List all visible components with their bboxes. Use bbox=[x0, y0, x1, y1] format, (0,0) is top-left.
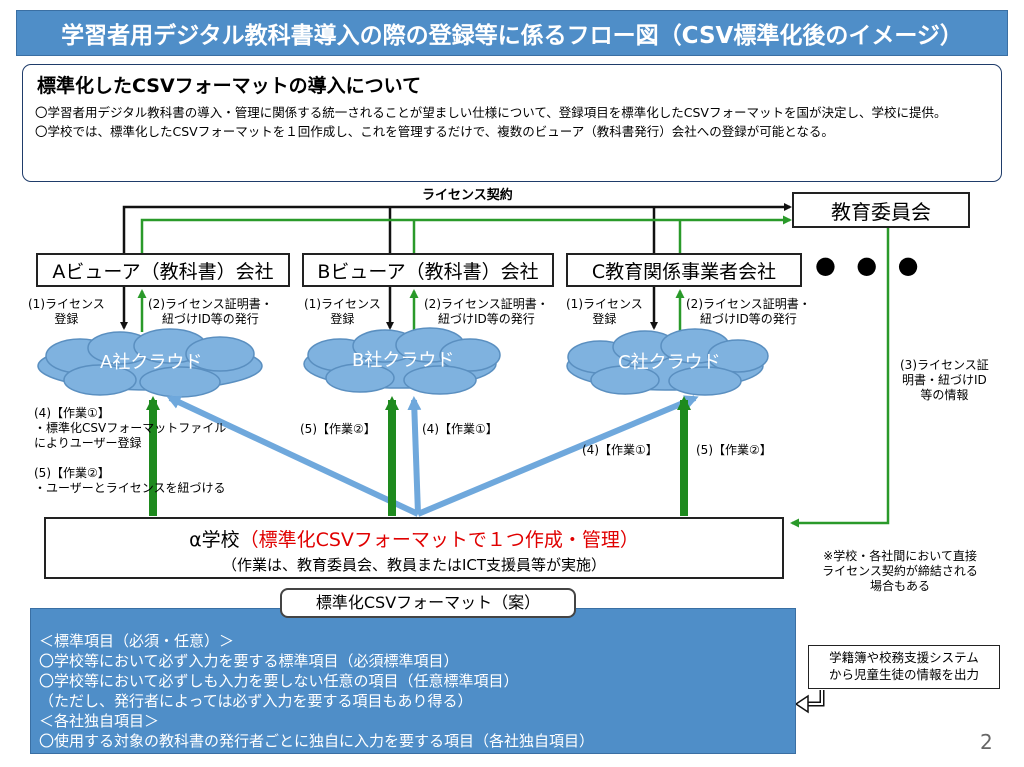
intro-paragraph-2: 〇学校では、標準化したCSVフォーマットを１回作成し、これを管理するだけで、複数… bbox=[35, 124, 834, 139]
license-contract-label: ライセンス契約 bbox=[422, 188, 513, 203]
standard-format-panel: ＜標準項目（必須・任意）＞ 〇学校等において必ず入力を要する標準項目（必須標準項… bbox=[30, 608, 796, 754]
page-title: 学習者用デジタル教科書導入の際の登録等に係るフロー図（CSV標準化後のイメージ） bbox=[16, 10, 1008, 56]
step1-label-b: (1)ライセンス 登録 bbox=[304, 297, 381, 326]
cloud-c bbox=[566, 328, 769, 396]
school-box: α学校（標準化CSVフォーマットで１つ作成・管理） （作業は、教育委員会、教員ま… bbox=[44, 517, 784, 579]
company-c-box: C教育関係事業者会社 bbox=[566, 253, 802, 287]
cloud-a bbox=[37, 328, 263, 398]
return-arrow-icon bbox=[794, 690, 825, 714]
intro-heading: 標準化したCSVフォーマットの導入について bbox=[37, 75, 422, 97]
cloud-b bbox=[303, 327, 501, 395]
school-subtitle: （作業は、教育委員会、教員またはICT支援員等が実施） bbox=[221, 556, 607, 574]
standard-format-tab: 標準化CSVフォーマット（案） bbox=[280, 588, 576, 618]
student-info-source-box: 学籍簿や校務支援システム から児童生徒の情報を出力 bbox=[808, 645, 1000, 689]
standard-line-2: 〇学校等において必ず入力を要する標準項目（必須標準項目） bbox=[39, 652, 459, 670]
step2-label-c: (2)ライセンス証明書・ 紐づけID等の発行 bbox=[686, 297, 811, 326]
work1-label-c: (4)【作業①】 bbox=[582, 443, 658, 457]
board-to-school-arrow bbox=[790, 227, 890, 528]
work2-label-b: (5)【作業②】 bbox=[300, 422, 376, 436]
intro-paragraph-1: 〇学習者用デジタル教科書の導入・管理に関係する統一されることが望ましい仕様につい… bbox=[35, 105, 947, 120]
cloud-b-label: B社クラウド bbox=[352, 350, 455, 371]
intro-box: 標準化したCSVフォーマットの導入について 〇学習者用デジタル教科書の導入・管理… bbox=[22, 64, 1002, 182]
company-b-box: Bビューア（教科書）会社 bbox=[302, 253, 554, 287]
work2-label-c: (5)【作業②】 bbox=[696, 443, 772, 457]
step1-label-c: (1)ライセンス 登録 bbox=[566, 297, 643, 326]
step1-label-a: (1)ライセンス 登録 bbox=[28, 297, 105, 326]
standard-line-5: ＜各社独自項目＞ bbox=[39, 712, 160, 730]
more-companies-ellipsis: ● ● ● bbox=[815, 251, 925, 279]
page-number: 2 bbox=[980, 730, 993, 754]
work1-label-b: (4)【作業①】 bbox=[422, 422, 498, 436]
step2-label-b: (2)ライセンス証明書・ 紐づけID等の発行 bbox=[424, 297, 549, 326]
company-a-box: Aビューア（教科書）会社 bbox=[36, 253, 290, 287]
cloud-c-label: C社クラウド bbox=[618, 352, 721, 373]
standard-line-6: 〇使用する対象の教科書の発行者ごとに独自に入力を要する項目（各社独自項目） bbox=[39, 732, 595, 750]
license-contract-lines bbox=[122, 203, 792, 253]
step2-label-a: (2)ライセンス証明書・ 紐づけID等の発行 bbox=[148, 297, 273, 326]
board-of-education-box: 教育委員会 bbox=[792, 192, 970, 228]
direct-contract-note: ※学校・各社間において直接 ライセンス契約が締結される 場合もある bbox=[822, 549, 978, 593]
standard-line-4: （ただし、発行者によっては必ず入力を要する項目もあり得る） bbox=[39, 692, 473, 710]
work-steps-a: (4)【作業①】 ・標準化CSVフォーマットファイル によりユーザー登録 (5)… bbox=[34, 406, 227, 495]
license-issue-lines bbox=[140, 215, 792, 253]
step3-label: (3)ライセンス証 明書・紐づけID 等の情報 bbox=[900, 358, 989, 402]
csv-upload-arrows bbox=[166, 395, 699, 517]
school-csv-note: （標準化CSVフォーマットで１つ作成・管理） bbox=[239, 529, 639, 551]
link-license-arrows bbox=[146, 396, 691, 516]
cloud-a-label: A社クラウド bbox=[100, 352, 203, 373]
standard-line-3: 〇学校等において必ずしも入力を要しない任意の項目（任意標準項目） bbox=[39, 672, 519, 690]
step-arrows bbox=[120, 287, 685, 332]
standard-line-1: ＜標準項目（必須・任意）＞ bbox=[39, 632, 235, 650]
school-name: α学校 bbox=[189, 529, 240, 551]
